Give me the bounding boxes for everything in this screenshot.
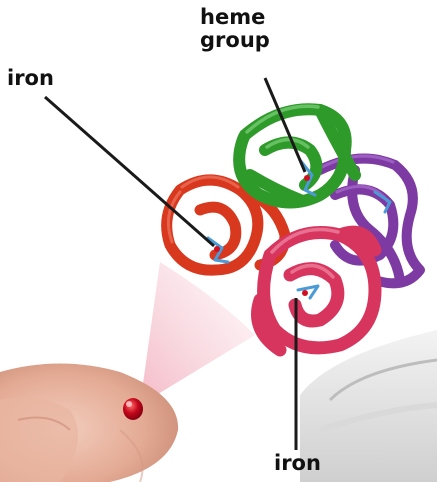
heme-group-label-line2: group <box>200 29 272 52</box>
heme-group-label: heme group <box>200 6 272 52</box>
heme-group-label-line1: heme <box>200 6 272 29</box>
blood-drop <box>123 398 143 420</box>
iron-label-bottom: iron <box>274 452 321 475</box>
iron-top-leader-line <box>45 97 214 246</box>
heme-leader-line <box>265 78 305 172</box>
magnification-beam <box>140 262 255 405</box>
iron-label-top: iron <box>7 67 54 90</box>
